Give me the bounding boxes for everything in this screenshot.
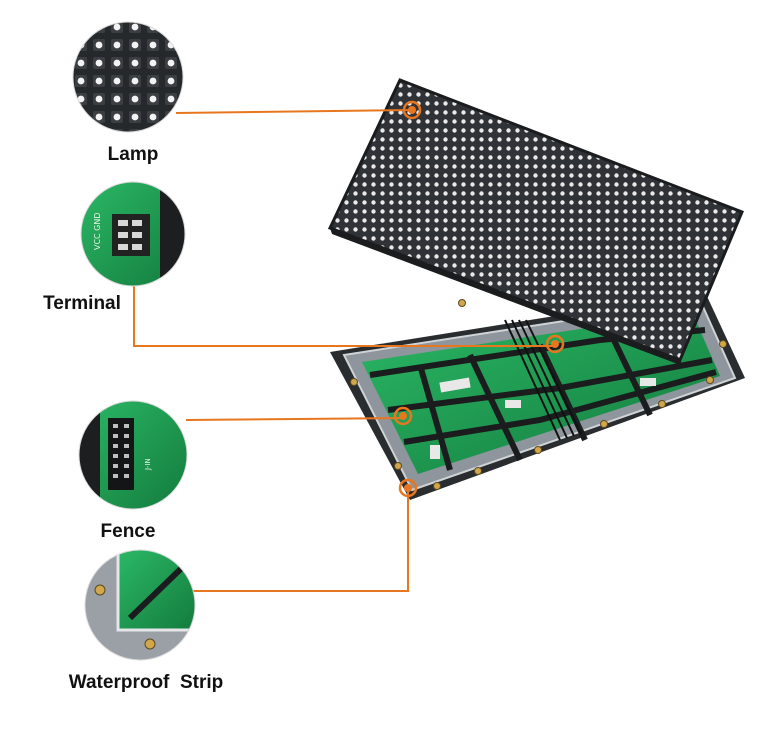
lamp-target-marker (402, 100, 422, 120)
waterproof-strip-closeup-icon (84, 549, 196, 661)
terminal-label: Terminal (43, 293, 121, 314)
led-panel-front (327, 78, 744, 366)
svg-text:J-IN: J-IN (144, 458, 152, 471)
led-lamp-closeup-icon (72, 21, 184, 133)
lamp-leader-line (175, 109, 413, 114)
waterproof-strip-label: Waterproof Strip (68, 672, 224, 693)
lamp-label: Lamp (107, 144, 159, 165)
leader-lines (133, 109, 555, 592)
power-terminal-closeup-icon: VCC GND (80, 181, 186, 287)
connector-fence-closeup-icon: J-IN (78, 400, 188, 510)
target-markers (393, 100, 565, 498)
waterproof-strip-target-marker (398, 478, 418, 498)
svg-text:VCC GND: VCC GND (93, 212, 102, 250)
terminal-leader-line (133, 286, 555, 347)
fence-label: Fence (100, 521, 156, 542)
waterproof-strip-leader-line (192, 488, 409, 592)
fence-target-marker (393, 406, 413, 426)
fence-leader-line (185, 417, 404, 421)
terminal-target-marker (545, 334, 565, 354)
